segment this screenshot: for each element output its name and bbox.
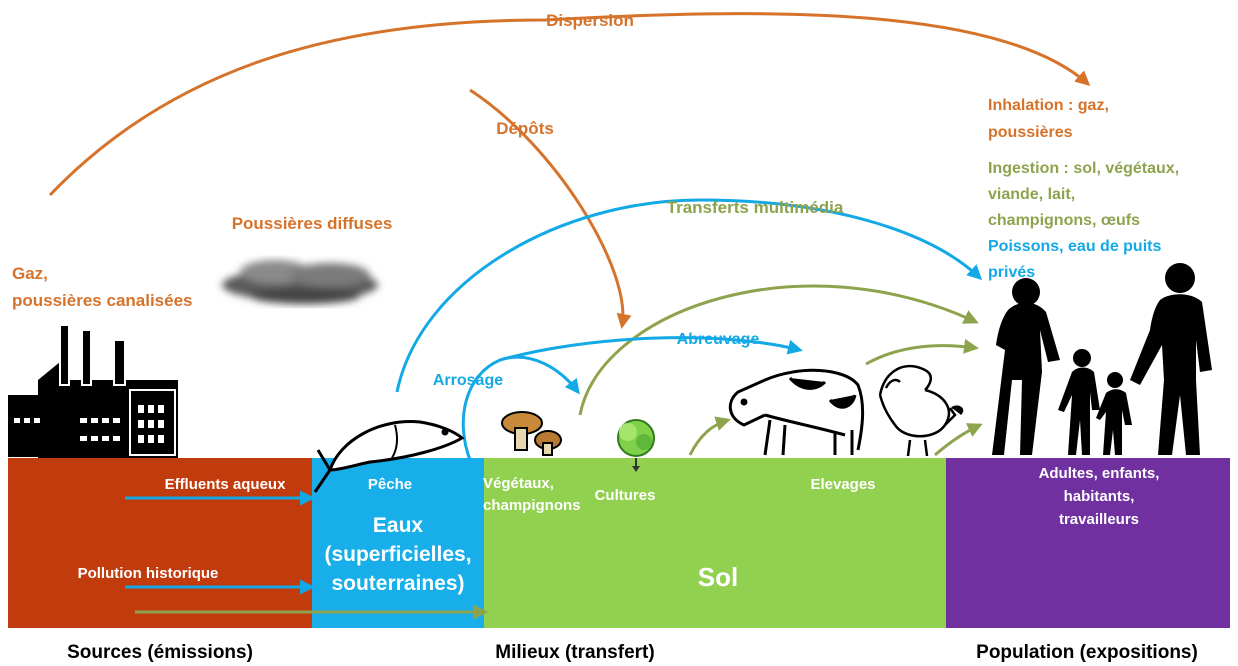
lettuce-icon — [617, 419, 655, 472]
mushroom-icon — [501, 411, 562, 456]
fish-icon — [313, 420, 465, 493]
elevages-label: Elevages — [810, 476, 875, 493]
rooster-icon — [878, 364, 964, 457]
transferts-arrow — [578, 284, 979, 416]
elevages-to-population-arrow — [934, 423, 983, 457]
dust-cloud-icon — [222, 260, 378, 304]
dispersion-arrow — [48, 12, 1091, 197]
peche-label: Pêche — [368, 476, 412, 493]
cultures-label: Cultures — [595, 487, 656, 504]
eaux-label-line3: souterraines) — [331, 572, 464, 595]
green-arrows — [135, 284, 983, 620]
ingestion-label-line2: viande, lait, — [988, 186, 1075, 203]
gaz-label-line1: Gaz, — [12, 264, 48, 283]
livestock-to-population-arrow — [865, 338, 979, 366]
footer-population: Population (expositions) — [976, 642, 1198, 663]
water-band — [312, 458, 484, 628]
effluents-label: Effluents aqueux — [165, 476, 287, 493]
orange-arrows — [48, 12, 1091, 329]
population-band — [946, 458, 1230, 628]
depots-label: Dépôts — [496, 119, 554, 138]
abreuvage-arrow — [499, 336, 803, 362]
poissons-label-line2: privés — [988, 264, 1035, 281]
footer-milieux: Milieux (transfert) — [495, 642, 654, 663]
dispersion-label: Dispersion — [546, 11, 634, 30]
fish-water-arrow — [395, 198, 983, 393]
blue-arrows — [125, 198, 983, 595]
pollution-label: Pollution historique — [78, 565, 219, 582]
footer-sources: Sources (émissions) — [67, 642, 253, 663]
cow-icon — [728, 368, 865, 456]
vegetaux-label-line2: champignons — [483, 497, 581, 514]
crops-to-cow-arrow — [688, 416, 731, 456]
abreuvage-label: Abreuvage — [677, 331, 760, 348]
vegetaux-label-line1: Végétaux, — [483, 475, 554, 492]
ingestion-label-line3: champignons, œufs — [988, 212, 1140, 229]
poussieres-diffuses-label: Poussières diffuses — [232, 214, 393, 233]
depots-arrow — [469, 88, 632, 329]
factory-icon — [8, 324, 178, 458]
adultes-label-line2: habitants, — [1064, 488, 1135, 505]
media-bands — [8, 458, 1230, 628]
inhalation-label-line1: Inhalation : gaz, — [988, 97, 1109, 114]
diagram-labels: Dispersion Dépôts Poussières diffuses Ga… — [12, 11, 1198, 663]
ingestion-label-line1: Ingestion : sol, végétaux, — [988, 160, 1179, 177]
poissons-label-line1: Poissons, eau de puits — [988, 238, 1161, 255]
adultes-label-line3: travailleurs — [1059, 511, 1139, 528]
soil-band — [484, 458, 946, 628]
arrosage-label: Arrosage — [433, 372, 503, 389]
transferts-label: Transferts multimédia — [667, 198, 844, 217]
sources-band — [8, 458, 312, 628]
arrosage-arrow — [461, 355, 580, 461]
eaux-label-line2: (superficielles, — [324, 543, 471, 566]
adultes-label-line1: Adultes, enfants, — [1039, 465, 1160, 482]
gaz-label-line2: poussières canalisées — [12, 291, 193, 310]
family-icon — [992, 263, 1212, 455]
sol-label: Sol — [698, 562, 738, 592]
inhalation-label-line2: poussières — [988, 124, 1073, 141]
eaux-label-line1: Eaux — [373, 514, 424, 537]
